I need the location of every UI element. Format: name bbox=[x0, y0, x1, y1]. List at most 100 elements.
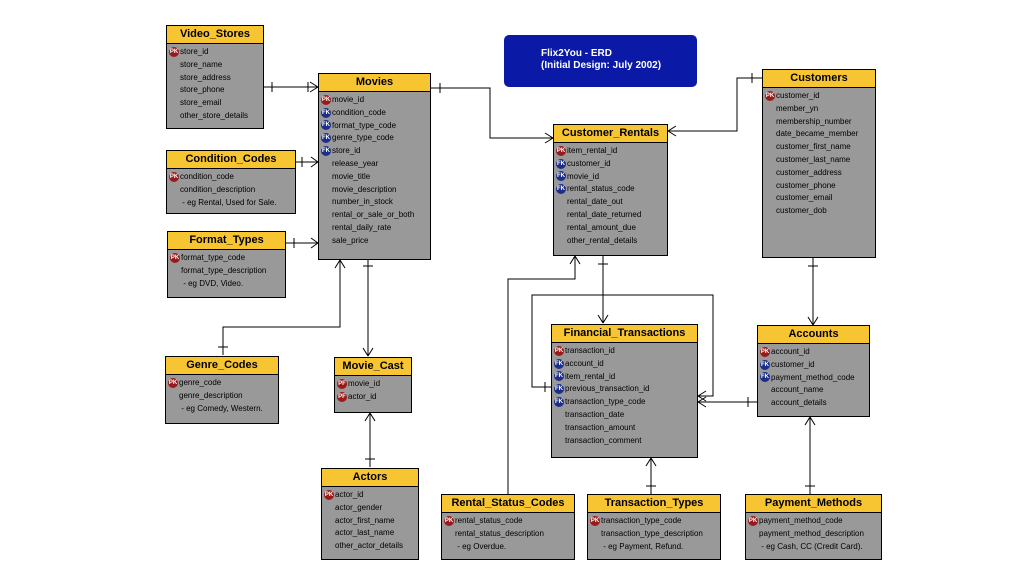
attribute-name: store_id bbox=[332, 146, 361, 156]
attribute-name: rental_or_sale_or_both bbox=[332, 210, 415, 220]
attribute-row: rental_or_sale_or_both bbox=[321, 209, 430, 222]
attribute-name: format_type_code bbox=[332, 120, 397, 130]
primary-key-icon: PK bbox=[324, 489, 334, 500]
primary-key-icon: PK bbox=[170, 252, 180, 263]
attribute-name: genre_type_code bbox=[332, 133, 394, 143]
attribute-name: customer_dob bbox=[776, 206, 827, 216]
attribute-row: movie_description bbox=[321, 184, 430, 197]
attribute-name: - eg DVD, Video. bbox=[181, 278, 244, 288]
foreign-key-icon: FK bbox=[554, 371, 564, 382]
attribute-name: genre_code bbox=[179, 378, 222, 387]
attribute-row: movie_title bbox=[321, 171, 430, 184]
attribute-name: transaction_type_code bbox=[565, 397, 646, 407]
attribute-name: customer_address bbox=[776, 167, 842, 177]
attribute-row: - eg Overdue. bbox=[444, 541, 574, 554]
foreign-key-icon: FK bbox=[554, 384, 564, 395]
attribute-name: movie_id bbox=[567, 171, 600, 181]
attribute-name: account_id bbox=[565, 358, 604, 368]
attribute-row: store_name bbox=[169, 59, 263, 72]
attribute-name: transaction_date bbox=[565, 409, 625, 419]
attribute-row: other_rental_details bbox=[556, 235, 667, 248]
attribute-name: customer_id bbox=[567, 158, 611, 168]
attribute-row: store_phone bbox=[169, 84, 263, 97]
attribute-name: actor_first_name bbox=[335, 515, 395, 525]
attribute-row: number_in_stock bbox=[321, 196, 430, 209]
attribute-name: customer_last_name bbox=[776, 154, 851, 164]
primary-key-icon: PK bbox=[444, 515, 454, 526]
attribute-name: movie_id bbox=[348, 379, 381, 388]
attribute-name: item_rental_id bbox=[565, 371, 616, 381]
attribute-name: - eg Payment, Refund. bbox=[601, 541, 684, 551]
attribute-name: transaction_type_description bbox=[601, 528, 703, 538]
attribute-name: release_year bbox=[332, 158, 379, 168]
attribute-row: genre_description bbox=[168, 390, 278, 403]
attribute-row: - eg Payment, Refund. bbox=[590, 541, 720, 554]
attribute-row: account_details bbox=[760, 397, 869, 410]
attribute-row: rental_daily_rate bbox=[321, 222, 430, 235]
title-line-2: (Initial Design: July 2002) bbox=[541, 60, 662, 71]
attribute-row: actor_first_name bbox=[324, 515, 418, 528]
attribute-name: store_id bbox=[180, 47, 209, 56]
rel-status-rentals bbox=[507, 256, 576, 494]
foreign-key-icon: FK bbox=[760, 359, 770, 370]
primary-key-icon: PK bbox=[321, 94, 331, 105]
attribute-name: movie_description bbox=[332, 184, 397, 194]
attribute-row: rental_date_out bbox=[556, 196, 667, 209]
attribute-name: other_actor_details bbox=[335, 541, 404, 551]
attribute-name: member_yn bbox=[776, 103, 819, 113]
primary-key-icon: PK bbox=[748, 515, 758, 526]
primary-key-icon: PK bbox=[556, 145, 566, 156]
foreign-key-icon: FK bbox=[760, 372, 770, 383]
attribute-row: rental_amount_due bbox=[556, 222, 667, 235]
entity-name: Payment_Methods bbox=[746, 495, 881, 513]
attribute-name: account_details bbox=[771, 398, 827, 408]
attribute-row: - eg DVD, Video. bbox=[170, 278, 285, 291]
foreign-key-icon: FK bbox=[556, 184, 566, 195]
primary-key-icon: PK bbox=[169, 46, 179, 57]
primary-key-icon: PF bbox=[337, 378, 347, 389]
attribute-row: account_name bbox=[760, 384, 869, 397]
attribute-name: store_email bbox=[180, 98, 222, 108]
attribute-name: actor_gender bbox=[335, 502, 383, 512]
attribute-name: customer_id bbox=[776, 91, 820, 100]
attribute-name: customer_email bbox=[776, 193, 833, 203]
attribute-name: rental_status_code bbox=[455, 516, 523, 525]
attribute-row: other_actor_details bbox=[324, 540, 418, 553]
attribute-name: rental_date_out bbox=[567, 197, 623, 207]
attribute-row: customer_dob bbox=[765, 205, 875, 218]
attribute-name: format_type_description bbox=[181, 265, 267, 275]
attribute-name: payment_method_description bbox=[759, 528, 864, 538]
attribute-row: customer_last_name bbox=[765, 154, 875, 167]
foreign-key-icon: FK bbox=[321, 133, 331, 144]
attribute-name: - eg Overdue. bbox=[455, 541, 507, 551]
attribute-row: sale_price bbox=[321, 235, 430, 248]
attribute-name: payment_method_code bbox=[759, 516, 843, 525]
attribute-name: sale_price bbox=[332, 235, 369, 245]
